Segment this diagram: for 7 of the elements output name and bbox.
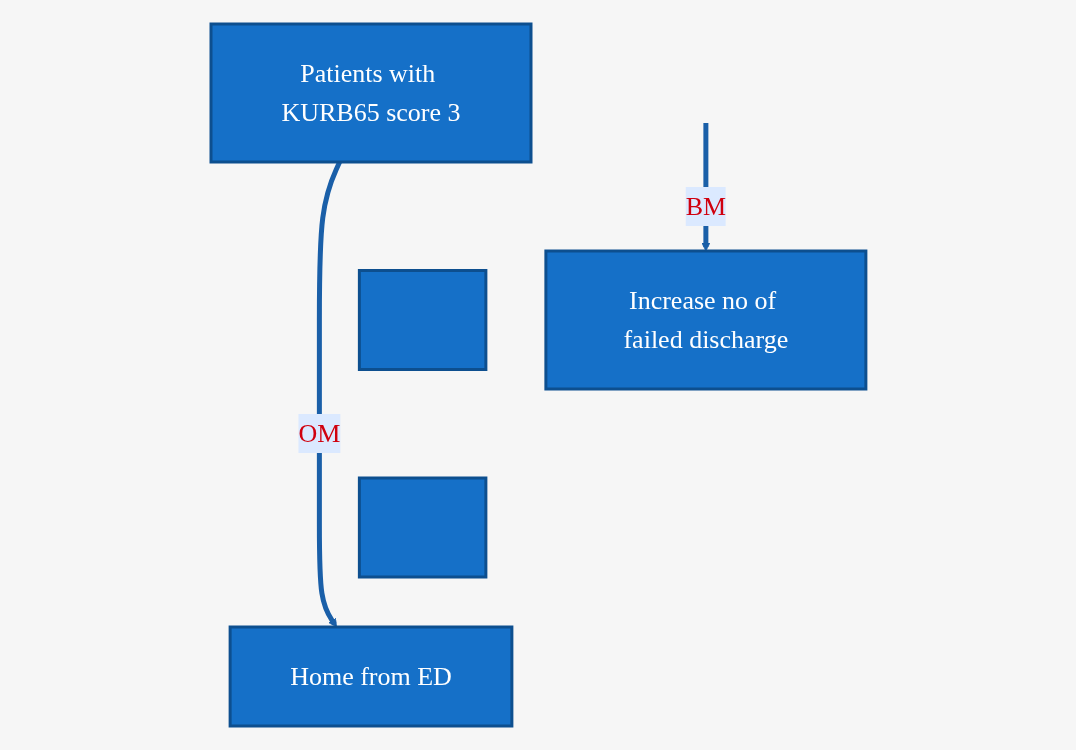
node-box	[357, 476, 487, 579]
node-box	[357, 269, 487, 371]
edge-label: BM	[685, 192, 726, 221]
node-box: Patients with KURB65 score 3	[209, 22, 533, 164]
node-box: Increase no of failed discharge	[543, 249, 867, 391]
edge-label: OM	[297, 419, 340, 448]
node-box: Home from ED	[228, 625, 513, 728]
